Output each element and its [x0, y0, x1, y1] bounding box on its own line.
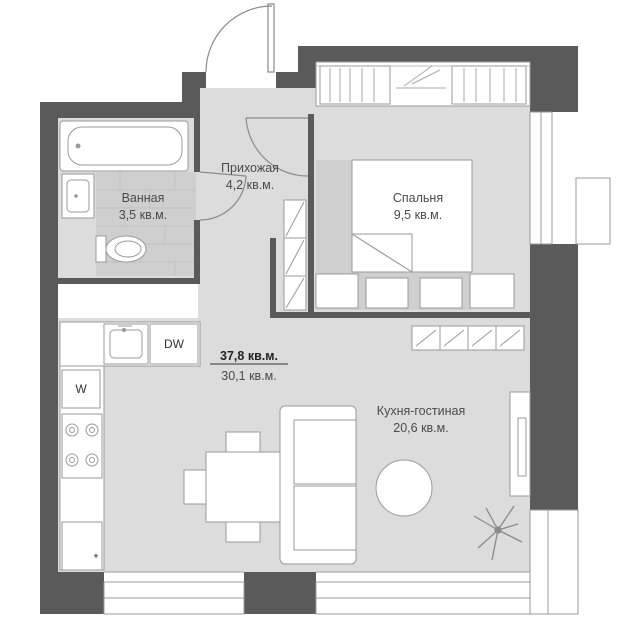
wall-bath-hall-lower [194, 220, 200, 282]
living-area: 30,1 кв.м. [221, 369, 276, 383]
wall-bath-bottom [58, 278, 200, 284]
washer [61, 369, 101, 409]
tv-unit [509, 391, 531, 497]
toilet [95, 235, 147, 263]
coffee-table [375, 459, 433, 517]
bathroom-area: 3,5 кв.м. [119, 208, 168, 222]
plant-icon [473, 505, 523, 561]
fridge [61, 521, 103, 571]
bathroom-sink [61, 173, 95, 219]
bedroom-area: 9,5 кв.м. [394, 208, 443, 222]
cooktop [61, 413, 103, 479]
wall-bath-top [40, 102, 200, 118]
kitchen-counter [59, 321, 201, 571]
wall-bedroom-bottom [270, 312, 530, 318]
wall-bedroom-top [298, 46, 530, 62]
wall-hall-top-left [182, 72, 206, 88]
windows [103, 111, 611, 615]
chair-left [183, 469, 207, 505]
bathroom-door [199, 171, 247, 221]
wall-hall-top-right [276, 72, 298, 88]
bedroom-wardrobe [315, 61, 531, 107]
bathroom-tiles [96, 172, 196, 276]
wall-hall-bedroom [308, 114, 314, 318]
walls [40, 46, 578, 614]
chair-top [225, 431, 261, 453]
kitchen-living-area: 20,6 кв.м. [393, 421, 448, 435]
wall-right-top [530, 46, 578, 112]
washer-label: W [75, 382, 87, 396]
chair-bottom [225, 521, 261, 543]
total-area: 37,8 кв.м. [220, 349, 278, 363]
hall-wardrobe [283, 199, 307, 311]
wall-left-top [40, 102, 58, 322]
sofa [279, 405, 357, 565]
fridge-mark: * [94, 551, 99, 565]
bathroom-name: Ванная [122, 191, 165, 205]
kitchen-living-name: Кухня-гостиная [377, 404, 465, 418]
entrance-door [205, 3, 275, 73]
wall-right-middle [530, 244, 578, 510]
bathtub [59, 120, 189, 172]
dishwasher [149, 323, 199, 365]
hallway-area: 4,2 кв.м. [226, 178, 275, 192]
dishwasher-label: DW [164, 337, 185, 351]
wall-hall-stub [270, 238, 276, 318]
dining-table [205, 451, 281, 523]
hallway-name: Прихожая [221, 161, 279, 175]
wall-bath-hall-upper [194, 88, 200, 172]
bedroom-door [245, 117, 309, 177]
wall-left-bottom [40, 318, 58, 614]
wall-bottom-middle [244, 572, 316, 614]
bed [315, 159, 515, 310]
bedroom-name: Спальня [393, 191, 443, 205]
tv-shelf [411, 325, 525, 351]
wall-bottom-left [40, 572, 104, 614]
